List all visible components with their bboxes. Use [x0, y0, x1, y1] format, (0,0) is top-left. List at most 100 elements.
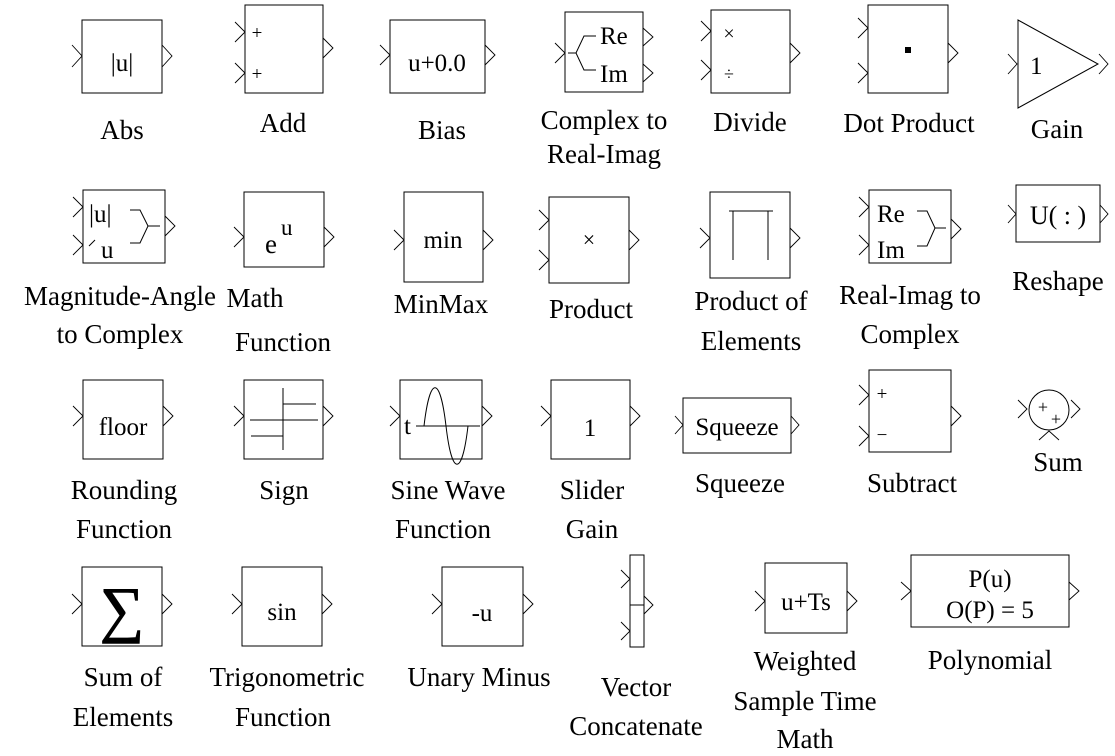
- block-icon-text: min: [424, 227, 463, 254]
- block-label-line-2: Function: [76, 514, 173, 544]
- output-port-icon: [642, 63, 654, 83]
- product-of-elements-block[interactable]: Product of Elements: [694, 191, 808, 356]
- output-port-icon: [1099, 204, 1109, 224]
- add-block[interactable]: + + Add: [234, 4, 334, 138]
- input-port-icon: [393, 229, 405, 251]
- block-label-line-1: Weighted: [754, 646, 857, 676]
- product-block[interactable]: × Product: [538, 196, 640, 324]
- complex-to-real-imag-block[interactable]: Re Im Complex to Real-Imag: [541, 11, 668, 169]
- real-input-label: Re: [877, 201, 905, 228]
- block-label: Abs: [100, 115, 144, 145]
- split-icon: [568, 35, 596, 71]
- subtract-block[interactable]: + − Subtract: [858, 369, 962, 498]
- slider-gain-block[interactable]: 1 Slider Gain: [540, 379, 641, 544]
- block-label: Dot Product: [843, 108, 975, 138]
- dot-icon: [905, 47, 911, 53]
- block-body: [682, 397, 792, 454]
- block-body: [550, 379, 631, 460]
- vector-concatenate-block[interactable]: Vector Concatenate: [569, 554, 703, 741]
- input-port-icon: [379, 44, 391, 66]
- input-port-icon: [234, 62, 246, 84]
- pi-product-icon: [729, 210, 773, 260]
- divide-block[interactable]: × ÷ Divide: [700, 9, 801, 137]
- output-port-icon: [846, 590, 858, 612]
- output-port-icon: [1098, 53, 1109, 75]
- input-port-icon: [1007, 53, 1018, 75]
- weighted-sample-time-math-block[interactable]: u+Ts Weighted Sample Time Math: [733, 562, 877, 754]
- output-port-icon: [947, 42, 959, 64]
- polynomial-icon-line-2: O(P) = 5: [946, 597, 1034, 624]
- block-icon-text: u+0.0: [408, 50, 466, 77]
- block-icon-text: Squeeze: [695, 414, 778, 441]
- block-label: Unary Minus: [407, 662, 550, 692]
- real-imag-to-complex-block[interactable]: Re Im Real-Imag to Complex: [839, 189, 981, 349]
- output-port-icon: [789, 227, 801, 249]
- block-label-line-2: Complex: [861, 319, 960, 349]
- output-port-icon: [322, 405, 334, 427]
- input-port-icon: [858, 425, 870, 447]
- input-port-icon: [540, 405, 552, 427]
- minmax-block[interactable]: min MinMax: [393, 191, 494, 319]
- polynomial-block[interactable]: P(u) O(P) = 5 Polynomial: [900, 554, 1080, 675]
- unary-minus-block[interactable]: -u Unary Minus: [407, 566, 551, 692]
- block-label-line-2: to Complex: [57, 319, 184, 349]
- output-port-icon: [484, 44, 496, 66]
- block-label: Add: [260, 108, 307, 138]
- input-port-icon: [234, 21, 246, 43]
- rounding-function-block[interactable]: floor Rounding Function: [71, 379, 178, 544]
- output-port-icon: [522, 593, 534, 615]
- sum-of-elements-block[interactable]: ∑ Sum of Elements: [71, 566, 173, 732]
- block-body: [629, 554, 645, 648]
- sine-wave-function-block[interactable]: t Sine Wave Function: [389, 379, 506, 544]
- angle-icon: [88, 239, 96, 247]
- output-port-icon: [164, 215, 176, 237]
- output-port-icon: [161, 44, 173, 68]
- block-body: [399, 379, 483, 460]
- squeeze-block[interactable]: Squeeze Squeeze: [674, 397, 800, 498]
- output-port-icon: [323, 226, 335, 248]
- input-port-icon: [431, 593, 443, 615]
- block-label: Polynomial: [928, 645, 1053, 675]
- imag-output-label: Im: [600, 61, 628, 88]
- plus-sign: +: [1051, 409, 1061, 429]
- block-label-line-2: Function: [235, 327, 332, 357]
- sum-circle: [1028, 389, 1070, 431]
- block-icon-text: sin: [267, 599, 297, 626]
- abs-block[interactable]: |u| Abs: [71, 19, 173, 145]
- input-port-icon: [538, 209, 550, 231]
- input-port-icon: [620, 621, 631, 641]
- reshape-block[interactable]: U( : ) Reshape: [1007, 184, 1109, 296]
- plus-sign: +: [252, 23, 263, 44]
- input-port-icon: [674, 415, 684, 435]
- input-port-icon: [754, 590, 766, 612]
- block-label-line-3: Math: [777, 724, 834, 754]
- minus-sign: −: [877, 425, 888, 446]
- block-body: [709, 191, 791, 279]
- block-label: Squeeze: [695, 468, 785, 498]
- gain-block[interactable]: 1 Gain: [1007, 19, 1109, 144]
- sign-function-icon: [250, 388, 318, 450]
- bias-block[interactable]: u+0.0 Bias: [379, 19, 496, 145]
- block-body: [403, 191, 484, 283]
- dot-product-block[interactable]: Dot Product: [843, 4, 975, 138]
- sign-block[interactable]: Sign: [233, 379, 334, 505]
- output-port-icon: [322, 37, 334, 59]
- trigonometric-function-block[interactable]: sin Trigonometric Function: [210, 566, 365, 732]
- output-port-icon: [950, 218, 962, 240]
- output-port-icon: [789, 42, 801, 64]
- sum-block[interactable]: + + Sum: [1017, 389, 1083, 477]
- block-label-line-1: Rounding: [71, 475, 178, 505]
- output-port-icon: [642, 27, 654, 47]
- input-port-icon: [233, 226, 245, 248]
- input-port-icon: [700, 20, 712, 42]
- block-body: [710, 9, 791, 94]
- math-function-block[interactable]: e u Math Function: [227, 191, 335, 357]
- plus-sign: +: [252, 64, 263, 85]
- block-label: Subtract: [867, 468, 957, 498]
- output-port-icon: [321, 593, 333, 615]
- magnitude-angle-to-complex-block[interactable]: |u| u Magnitude-Angle to Complex: [24, 189, 216, 349]
- block-label: Gain: [1031, 114, 1084, 144]
- angle-input-label: u: [101, 237, 114, 264]
